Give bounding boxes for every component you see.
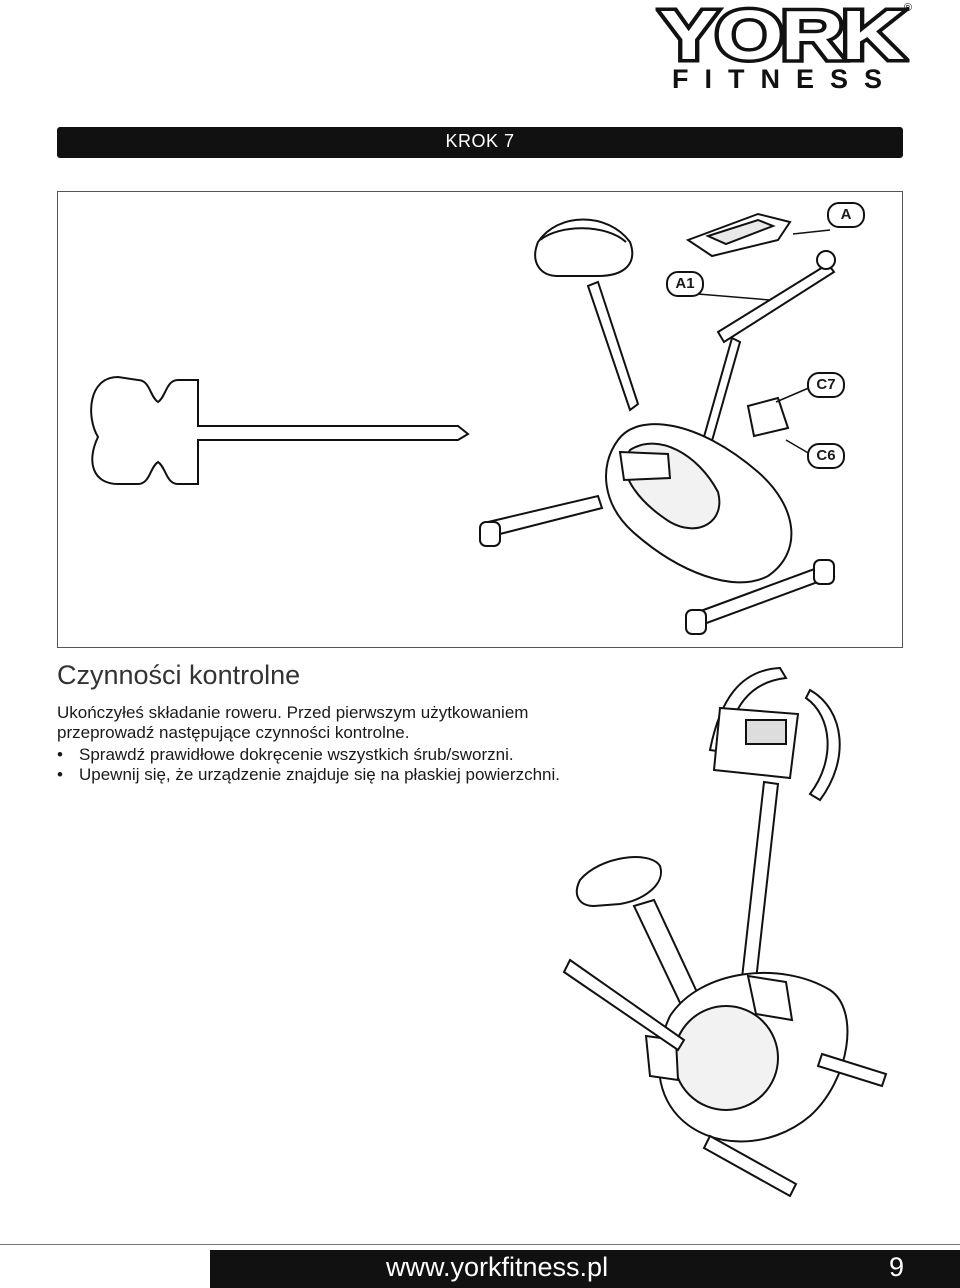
page-number: 9 (888, 1252, 904, 1282)
callout-a: A (827, 202, 865, 228)
allen-key-illustration (90, 375, 470, 485)
assembly-figure: A A1 C7 C6 (57, 191, 903, 648)
callout-a1: A1 (666, 271, 704, 297)
exercise-bike-illustration (479, 212, 836, 635)
footer-url: www.yorkfitness.pl (386, 1252, 609, 1282)
footer-divider (0, 1244, 960, 1245)
registered-mark: ® (903, 2, 912, 14)
logo-subtitle: FITNESS (671, 64, 898, 94)
step-header-bar: KROK 7 (57, 127, 903, 158)
check-list: Sprawdź prawidłowe dokręcenie wszystkich… (57, 745, 560, 785)
page-footer: www.yorkfitness.pl 9 (210, 1250, 960, 1288)
callout-c7: C7 (807, 372, 845, 398)
callout-c6: C6 (807, 443, 845, 469)
check-item: Upewnij się, że urządzenie znajduje się … (57, 765, 560, 785)
logo-wordmark: YORK (655, 0, 909, 74)
assembled-bike-illustration (562, 666, 888, 1198)
check-item: Sprawdź prawidłowe dokręcenie wszystkich… (57, 745, 560, 765)
step-title: KROK 7 (445, 131, 515, 151)
section-intro: Ukończyłeś składanie roweru. Przed pierw… (57, 703, 529, 742)
york-fitness-logo: YORK ® FITNESS (612, 0, 912, 100)
section-heading: Czynności kontrolne (57, 660, 301, 690)
